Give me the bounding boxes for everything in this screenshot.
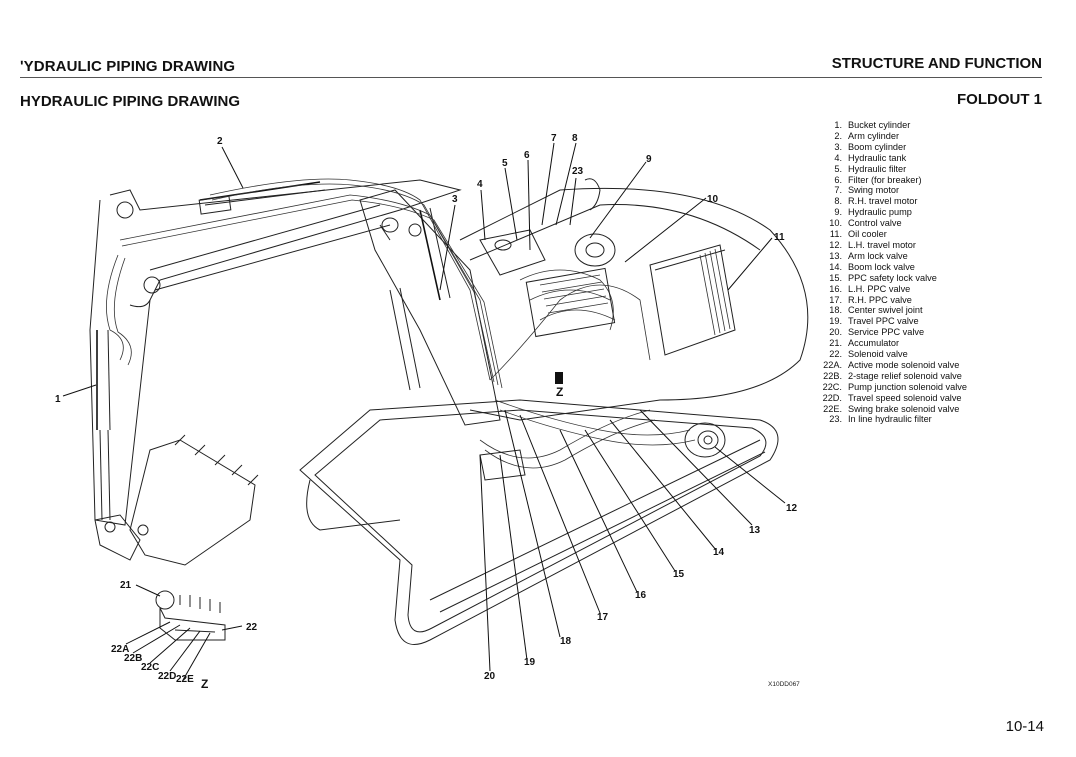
legend-item: 5.Hydraulic filter [834, 163, 907, 174]
legend-item: 22E.Swing brake solenoid valve [823, 403, 960, 414]
callout-21: 21 [120, 580, 132, 591]
callout-3: 3 [452, 194, 458, 205]
legend-item: 1.Bucket cylinder [834, 120, 911, 130]
callout-22b: 22B [124, 653, 142, 664]
view-z-label-main: Z [556, 385, 563, 399]
callout-4: 4 [477, 179, 483, 190]
callout-7: 7 [551, 133, 557, 144]
legend-item: 13.Arm lock valve [829, 250, 908, 261]
section-title: ʹYDRAULIC PIPING DRAWING [20, 58, 236, 75]
z-view-arrow [555, 372, 563, 384]
parts-legend: 1.Bucket cylinder 2.Arm cylinder 3.Boom … [812, 120, 967, 425]
callout-15: 15 [673, 569, 685, 580]
hydraulic-piping-drawing: 1 2 3 4 5 6 7 8 9 10 11 12 13 14 15 16 1… [55, 133, 809, 691]
callout-19: 19 [524, 657, 536, 668]
callout-13: 13 [749, 525, 761, 536]
legend-item: 2.Arm cylinder [834, 130, 900, 141]
legend-item: 16.L.H. PPC valve [829, 283, 911, 294]
legend-item: 17.R.H. PPC valve [829, 294, 912, 305]
callout-17: 17 [597, 612, 609, 623]
legend-item: 20.Service PPC valve [829, 327, 925, 338]
bucket-cylinder [96, 329, 111, 521]
legend-item: 9.Hydraulic pump [834, 207, 912, 218]
oil-cooler [649, 244, 736, 356]
callout-22d: 22D [158, 671, 176, 682]
callout-18: 18 [560, 636, 572, 647]
legend-item: 22D.Travel speed solenoid valve [822, 392, 962, 403]
callout-20: 20 [484, 671, 496, 682]
callout-11: 11 [774, 232, 785, 243]
callout-12: 12 [786, 503, 798, 514]
view-z-label-detail: Z [201, 677, 208, 691]
callout-6: 6 [524, 150, 530, 161]
callout-16: 16 [635, 590, 647, 601]
solenoid-valve-detail [155, 590, 226, 641]
legend-item: 22B.2-stage relief solenoid valve [823, 370, 962, 381]
page-number: 10-14 [1005, 718, 1044, 735]
chapter-title: STRUCTURE AND FUNCTION [831, 55, 1042, 72]
callout-leaders [62, 142, 786, 681]
callout-5: 5 [502, 158, 508, 169]
callout-10: 10 [707, 194, 719, 205]
upper-structure [459, 178, 809, 421]
callout-22a: 22A [111, 644, 129, 655]
legend-item: 21.Accumulator [829, 338, 900, 349]
bucket [94, 434, 259, 566]
lh-travel-motor [684, 422, 726, 458]
page-title: HYDRAULIC PIPING DRAWING [20, 93, 241, 110]
legend-item: 14.Boom lock valve [829, 261, 915, 272]
legend-item: 23.In line hydraulic filter [829, 414, 932, 425]
legend-item: 19.Travel PPC valve [829, 316, 919, 327]
callout-1: 1 [55, 394, 61, 405]
legend-item: 22C.Pump junction solenoid valve [822, 381, 967, 392]
callout-8: 8 [572, 133, 578, 144]
legend-item: 8.R.H. travel motor [834, 196, 918, 207]
callout-9: 9 [646, 154, 652, 165]
arm [89, 179, 462, 526]
hydraulic-pump [574, 233, 616, 267]
callout-22e: 22E [176, 674, 194, 685]
legend-item: 11.Oil cooler [829, 229, 887, 240]
legend-item: 12.L.H. travel motor [829, 239, 916, 250]
legend-item: 22.Solenoid valve [829, 349, 908, 360]
drawing-code: X10DD067 [768, 681, 800, 688]
hydraulic-tank [479, 229, 546, 276]
callout-14: 14 [713, 547, 725, 558]
legend-item: 6.Filter (for breaker) [834, 174, 922, 185]
header-divider [20, 77, 1042, 78]
callout-23: 23 [572, 166, 584, 177]
legend-item: 18.Center swivel joint [829, 305, 923, 316]
swivel-joint [479, 449, 526, 481]
boom-cylinder [389, 207, 451, 391]
callout-22c: 22C [141, 662, 159, 673]
control-valve [525, 267, 616, 338]
boom [149, 189, 501, 426]
legend-item: 10.Control valve [829, 218, 902, 229]
callout-2: 2 [217, 136, 223, 147]
legend-item: 15.PPC safety lock valve [829, 272, 937, 283]
legend-item: 22A.Active mode solenoid valve [823, 359, 960, 370]
foldout-label: FOLDOUT 1 [957, 91, 1042, 108]
legend-item: 4.Hydraulic tank [834, 152, 907, 163]
legend-item: 7.Swing motor [834, 185, 900, 196]
legend-item: 3.Boom cylinder [834, 141, 907, 152]
callout-22: 22 [246, 622, 258, 633]
